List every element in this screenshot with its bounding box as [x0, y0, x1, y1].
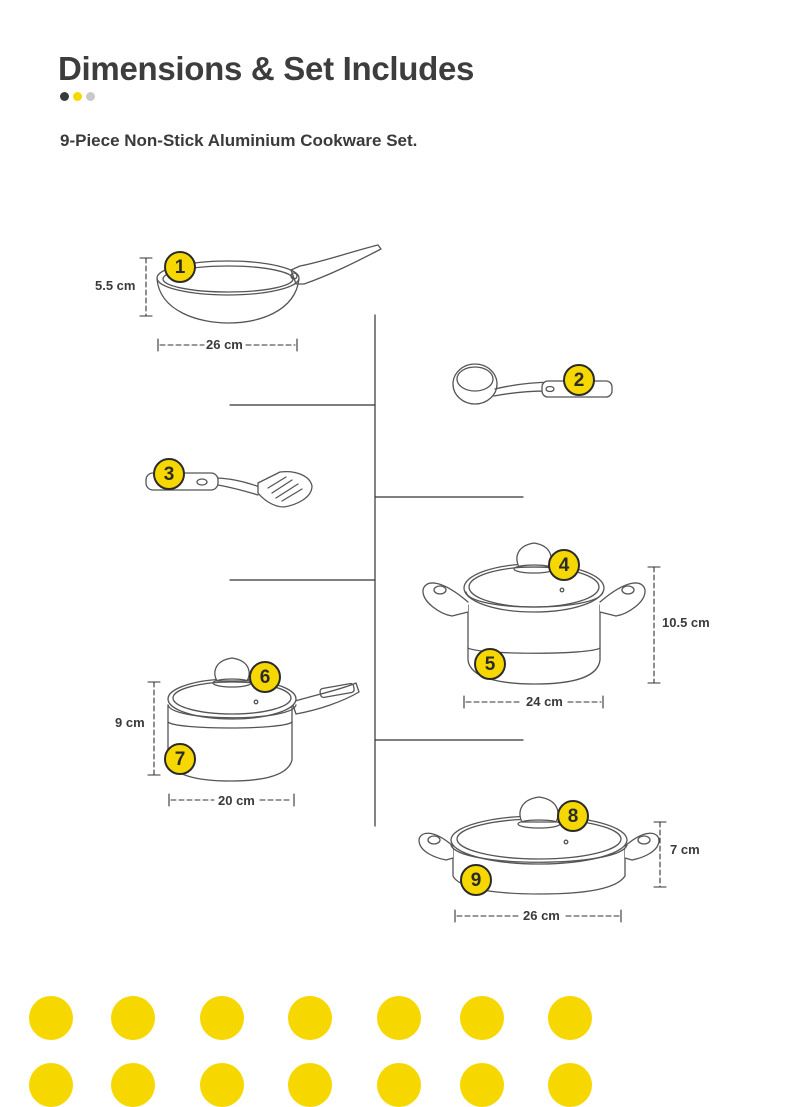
decorative-dot [111, 996, 155, 1040]
decorative-dot [377, 1063, 421, 1107]
decorative-dot [460, 996, 504, 1040]
badge-shallow-casserole: 9 [460, 864, 492, 896]
badge-frying-pan: 1 [164, 251, 196, 283]
shallow-casserole-icon [418, 796, 660, 895]
decorative-dot [377, 996, 421, 1040]
connector-lines [229, 314, 524, 827]
decorative-dot [288, 996, 332, 1040]
casserole-icon [422, 542, 646, 685]
title-accent-dots [60, 92, 95, 101]
decorative-dot [548, 1063, 592, 1107]
decorative-dot [200, 1063, 244, 1107]
decorative-dot [29, 996, 73, 1040]
accent-dot-dark [60, 92, 69, 101]
badge-spatula: 3 [153, 458, 185, 490]
saucepan-width-label: 20 cm [218, 793, 255, 808]
decorative-dot [29, 1063, 73, 1107]
frying-pan-height-label: 5.5 cm [95, 278, 136, 293]
saucepan-height-label: 9 cm [115, 715, 145, 730]
badge-shallow-casserole-lid: 8 [557, 800, 589, 832]
decorative-dot [200, 996, 244, 1040]
badge-saucepan-lid: 6 [249, 661, 281, 693]
shallow-casserole-width-label: 26 cm [523, 908, 560, 923]
decorative-dot [288, 1063, 332, 1107]
badge-ladle: 2 [563, 364, 595, 396]
page-title: Dimensions & Set Includes [58, 50, 475, 87]
decorative-dot [111, 1063, 155, 1107]
badge-casserole-lid: 4 [548, 549, 580, 581]
badge-saucepan: 7 [164, 743, 196, 775]
casserole-width-label: 24 cm [526, 694, 563, 709]
decorative-dot [460, 1063, 504, 1107]
casserole-height-label: 10.5 cm [662, 615, 710, 630]
accent-dot-grey [86, 92, 95, 101]
frying-pan-width-label: 26 cm [206, 337, 243, 352]
accent-dot-yellow [73, 92, 82, 101]
dimension-lines [145, 257, 661, 917]
shallow-casserole-height-label: 7 cm [670, 842, 700, 857]
dimension-end-ticks [139, 257, 667, 923]
badge-casserole: 5 [474, 648, 506, 680]
decorative-dot [548, 996, 592, 1040]
set-description: 9-Piece Non-Stick Aluminium Cookware Set… [60, 131, 418, 150]
